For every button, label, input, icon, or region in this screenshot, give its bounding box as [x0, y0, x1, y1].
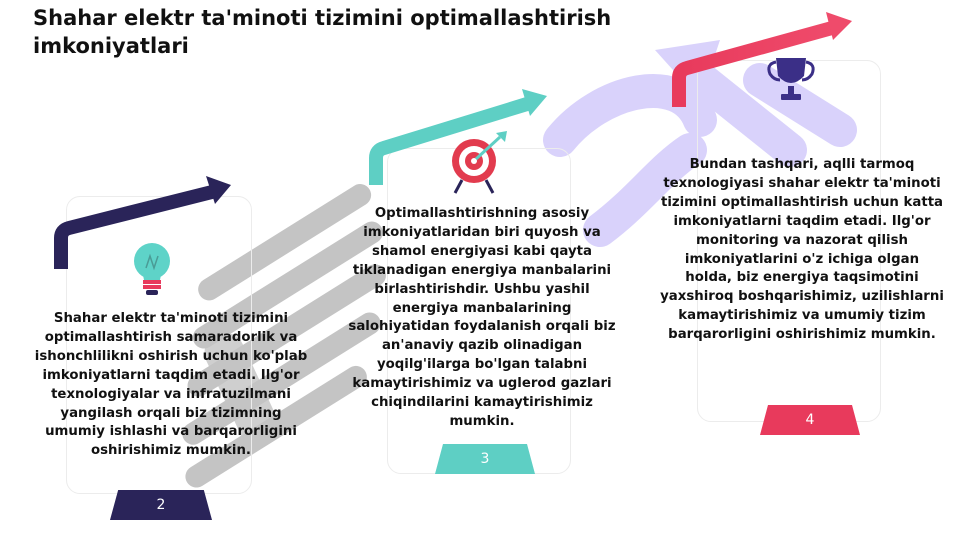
step-text-2: Shahar elektr ta'minoti tizimini optimal…: [34, 311, 308, 459]
page-title: Shahar elektr ta'minoti tizimini optimal…: [33, 6, 612, 58]
step-text-4: Bundan tashqari, aqlli tarmoq texnologiy…: [660, 157, 944, 343]
step-number-2: 2: [110, 490, 212, 520]
step-number-4: 4: [760, 405, 860, 435]
step-number-3: 3: [435, 444, 535, 474]
trophy-icon: [767, 58, 815, 100]
step-text-3: Optimallashtirishning asosiy imkoniyatla…: [348, 206, 616, 429]
arrow-icon: [54, 89, 547, 269]
target-icon: [452, 131, 507, 194]
lightbulb-icon: [134, 243, 170, 295]
